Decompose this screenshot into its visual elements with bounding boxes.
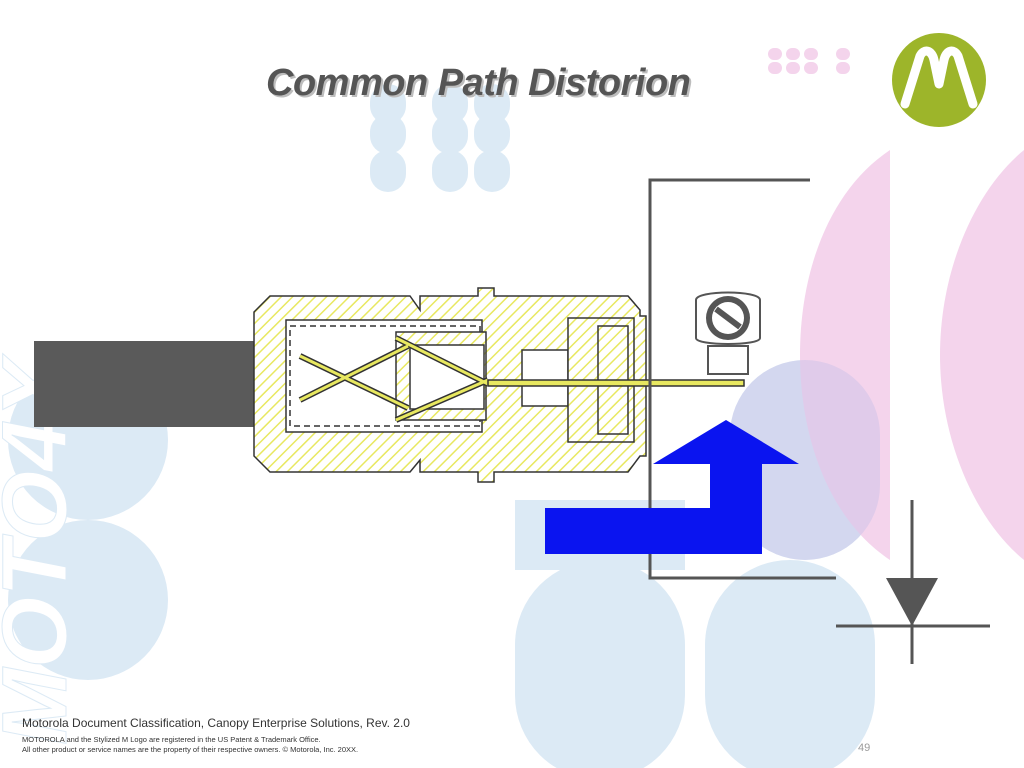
bg-pink-shape <box>800 150 890 560</box>
bg-circle <box>8 520 168 680</box>
f-connector <box>253 287 745 483</box>
bg-dot <box>370 84 406 124</box>
bg-dot <box>474 150 510 192</box>
coax-cable <box>34 341 256 427</box>
footer-legal-line1: MOTOROLA and the Stylized M Logo are reg… <box>22 735 321 744</box>
slide-title: Common Path Distorion <box>266 62 691 104</box>
bg-circle <box>515 560 685 768</box>
bg-dot <box>432 150 468 192</box>
bg-circle <box>705 560 875 768</box>
logo-batwing-icon <box>900 46 978 109</box>
bg-dot <box>370 114 406 154</box>
footer-legal: MOTOROLA and the Stylized M Logo are reg… <box>22 735 358 755</box>
page-number: 49 <box>858 742 871 754</box>
center-pin <box>487 379 745 387</box>
pin-insulator <box>521 349 569 407</box>
bg-pink-shape <box>940 150 1024 560</box>
circuit-lines <box>648 178 990 664</box>
screw-terminal-icon <box>695 291 761 375</box>
bg-dot <box>432 84 468 124</box>
blue-bent-arrow <box>545 420 799 554</box>
bg-dot <box>432 114 468 154</box>
bg-dot <box>370 150 406 192</box>
footer-classification: Motorola Document Classification, Canopy… <box>22 716 410 730</box>
bg-overlap <box>730 360 880 560</box>
footer-legal-line2: All other product or service names are t… <box>22 745 359 754</box>
bg-dot <box>474 114 510 154</box>
ground-path <box>648 178 836 580</box>
diode-icon <box>886 578 938 626</box>
bg-dot <box>474 84 510 124</box>
